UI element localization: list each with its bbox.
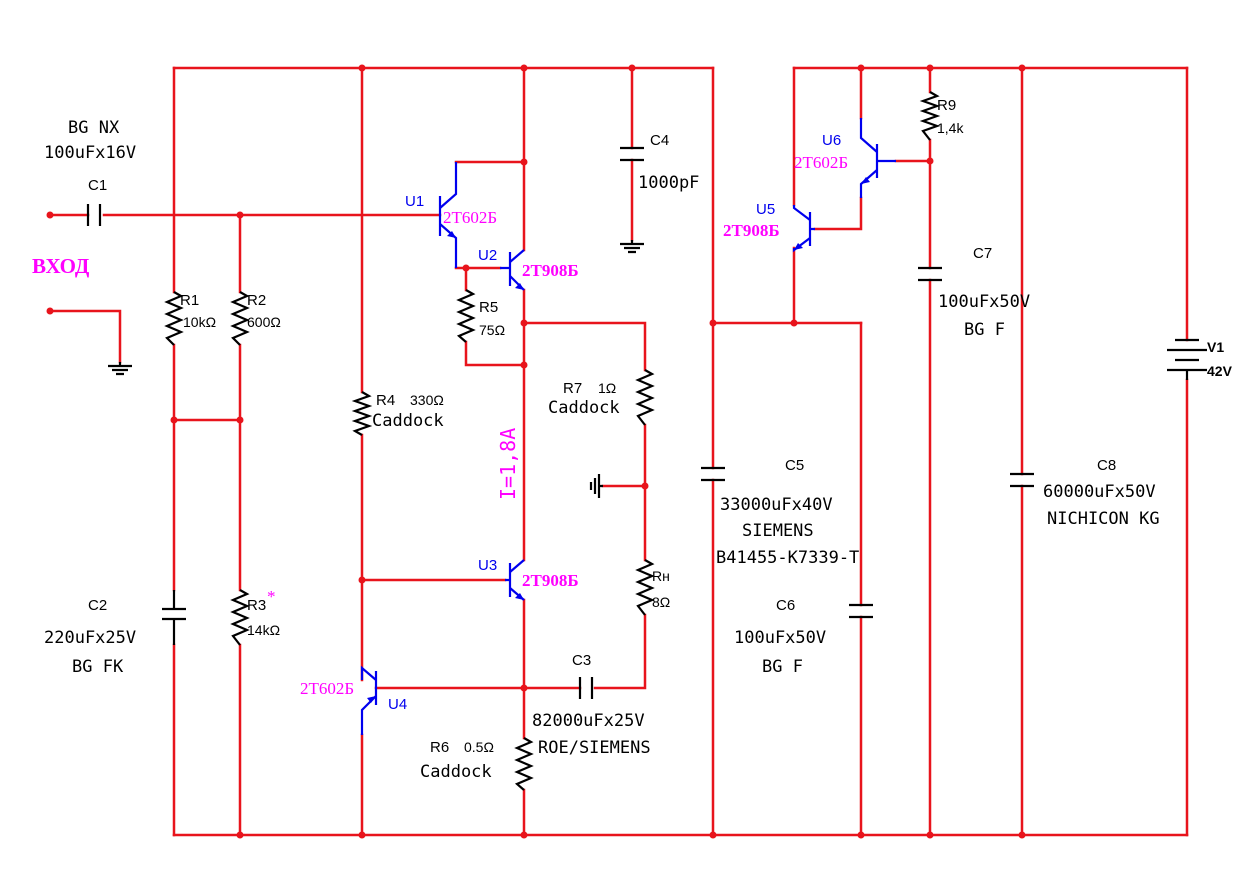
load-value: 8Ω	[652, 594, 670, 610]
r2-value: 600Ω	[247, 314, 281, 330]
r4-brand: Caddock	[372, 411, 444, 431]
r3-value: 14kΩ	[247, 622, 280, 638]
c1-ref: C1	[88, 177, 107, 194]
u2-part: 2T908Б	[522, 261, 579, 280]
c6-brand: BG F	[762, 657, 803, 677]
u4-part: 2T602Б	[300, 679, 354, 698]
resistor-r7	[635, 369, 655, 426]
u1-ref: U1	[405, 193, 424, 210]
resistor-r1	[164, 291, 184, 346]
resistor-load	[635, 559, 655, 616]
u5-ref: U5	[756, 201, 775, 218]
c8-brand: NICHICON KG	[1047, 509, 1160, 529]
c2-value: 220uFx25V	[44, 628, 136, 648]
u6-part: 2T602Б	[794, 153, 848, 172]
transistor-u2	[500, 249, 525, 291]
capacitor-c6	[849, 603, 873, 619]
r9-value: 1,4k	[937, 120, 964, 136]
resistor-r4	[351, 391, 373, 436]
capacitor-c5	[701, 466, 725, 482]
v1-ref: V1	[1207, 339, 1224, 355]
r7-ref: R7	[563, 380, 582, 397]
capacitor-c7	[918, 266, 942, 282]
c6-value: 100uFx50V	[734, 628, 826, 648]
ground-icon	[589, 474, 603, 498]
transistor-u3	[505, 559, 525, 601]
current-label: I=1,8A	[496, 428, 520, 500]
r7-brand: Caddock	[548, 398, 620, 418]
capacitor-c4	[620, 146, 644, 162]
u4-ref: U4	[388, 696, 407, 713]
wires	[48, 66, 1189, 837]
r9-ref: R9	[937, 97, 956, 114]
u6-ref: U6	[822, 132, 841, 149]
r7-value: 1Ω	[598, 380, 616, 396]
c7-value: 100uFx50V	[938, 292, 1030, 312]
resistor-r2	[230, 291, 250, 346]
transistor-u4	[360, 665, 378, 735]
c7-ref: C7	[973, 245, 992, 262]
r6-ref: R6	[430, 739, 449, 756]
r4-ref: R4	[376, 392, 395, 409]
c6-ref: C6	[776, 597, 795, 614]
r3-ref: R3	[247, 597, 266, 614]
capacitor-c1	[86, 204, 102, 226]
battery-v1	[1167, 338, 1207, 380]
r4-value: 330Ω	[410, 392, 444, 408]
load-ref: Rн	[652, 568, 670, 584]
capacitor-c8	[1010, 472, 1034, 488]
c2-brand: BG FK	[72, 657, 124, 677]
transistor-u1	[438, 162, 458, 268]
c4-value: 1000pF	[638, 173, 699, 193]
c1-brand: BG NX	[68, 118, 120, 138]
c5-part: B41455-K7339-T	[716, 548, 859, 568]
r6-brand: Caddock	[420, 762, 492, 782]
resistor-r5	[456, 289, 476, 343]
transistor-u6	[859, 118, 896, 198]
resistor-r6	[514, 737, 534, 791]
c5-value: 33000uFx40V	[720, 495, 833, 515]
c8-value: 60000uFx50V	[1043, 482, 1156, 502]
u2-ref: U2	[478, 247, 497, 264]
capacitor-c3	[578, 677, 594, 699]
v1-value: 42V	[1207, 363, 1233, 379]
u3-part: 2T908Б	[522, 571, 579, 590]
transistor-u5	[792, 205, 815, 253]
c3-brand: ROE/SIEMENS	[538, 738, 651, 758]
c8-ref: C8	[1097, 457, 1116, 474]
r5-ref: R5	[479, 299, 498, 316]
input-label: ВХОД	[32, 254, 90, 278]
r1-value: 10kΩ	[183, 314, 216, 330]
u1-part: 2T602Б	[443, 208, 497, 227]
c5-brand: SIEMENS	[742, 521, 814, 541]
c1-value: 100uFx16V	[44, 143, 136, 163]
c3-ref: C3	[572, 652, 591, 669]
resistor-r3	[230, 589, 250, 646]
c7-brand: BG F	[964, 320, 1005, 340]
r6-value: 0.5Ω	[464, 739, 494, 755]
ground-icon	[108, 362, 132, 376]
capacitor-c2	[162, 590, 186, 645]
u5-part: 2T908Б	[723, 221, 780, 240]
resistor-r9	[919, 91, 941, 141]
c3-value: 82000uFx25V	[532, 711, 645, 731]
junction-dots	[46, 64, 1026, 839]
r2-ref: R2	[247, 292, 266, 309]
ground-icon	[620, 240, 644, 254]
r3-mark: *	[267, 587, 276, 606]
c5-ref: C5	[785, 457, 804, 474]
r5-value: 75Ω	[479, 322, 505, 338]
c2-ref: C2	[88, 597, 107, 614]
c4-ref: C4	[650, 132, 669, 149]
u3-ref: U3	[478, 557, 497, 574]
r1-ref: R1	[180, 292, 199, 309]
